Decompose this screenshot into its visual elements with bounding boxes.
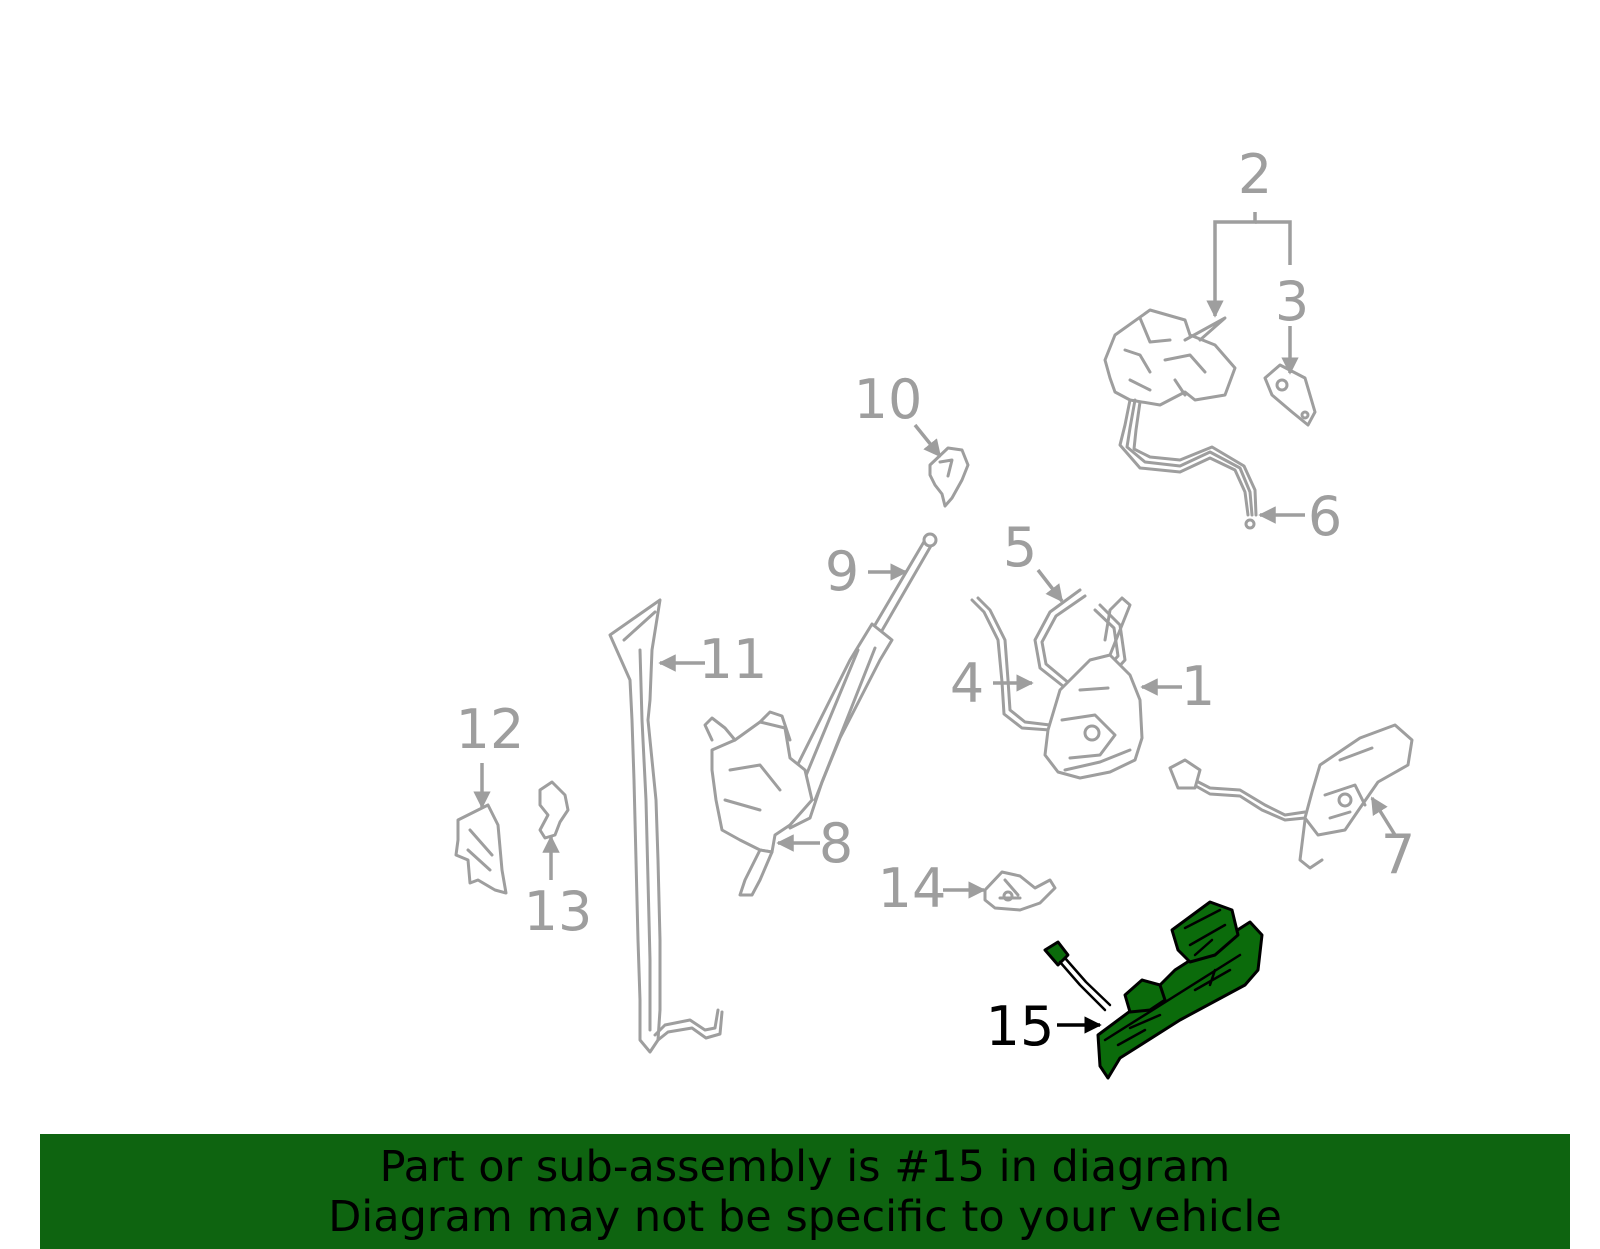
leader-lines (473, 212, 1397, 1034)
callout-9: 9 (825, 540, 859, 603)
part-13-clip (538, 780, 570, 840)
callout-5: 5 (1003, 516, 1037, 579)
part-15-door-handle-highlighted (1043, 900, 1264, 1080)
part-10-clip (928, 446, 970, 508)
callout-12: 12 (456, 698, 525, 761)
part-3-bracket (1263, 363, 1317, 427)
callout-14: 14 (878, 857, 947, 920)
callout-11: 11 (699, 628, 768, 691)
part-12-bracket (454, 803, 508, 895)
part-11-channel (608, 598, 724, 1054)
part-8-window-regulator (703, 622, 894, 897)
part-14-bracket (983, 870, 1057, 912)
banner-line-2: Diagram may not be specific to your vehi… (328, 1192, 1282, 1242)
callout-4: 4 (950, 652, 984, 715)
callout-10: 10 (854, 368, 923, 431)
callout-2: 2 (1238, 143, 1272, 206)
callout-13: 13 (524, 880, 593, 943)
callout-1: 1 (1181, 655, 1215, 718)
part-2-lock-actuator (1103, 308, 1258, 530)
callout-8: 8 (819, 812, 853, 875)
callout-6: 6 (1308, 485, 1342, 548)
callout-7: 7 (1381, 823, 1415, 886)
callout-3: 3 (1275, 270, 1309, 333)
part-1-door-latch (1043, 596, 1144, 780)
info-banner: Part or sub-assembly is #15 in diagram D… (40, 1134, 1570, 1249)
callout-15: 15 (986, 995, 1055, 1058)
part-7-handle-actuator (1168, 723, 1414, 870)
banner-line-1: Part or sub-assembly is #15 in diagram (379, 1142, 1231, 1192)
part-9-rod (870, 532, 938, 636)
